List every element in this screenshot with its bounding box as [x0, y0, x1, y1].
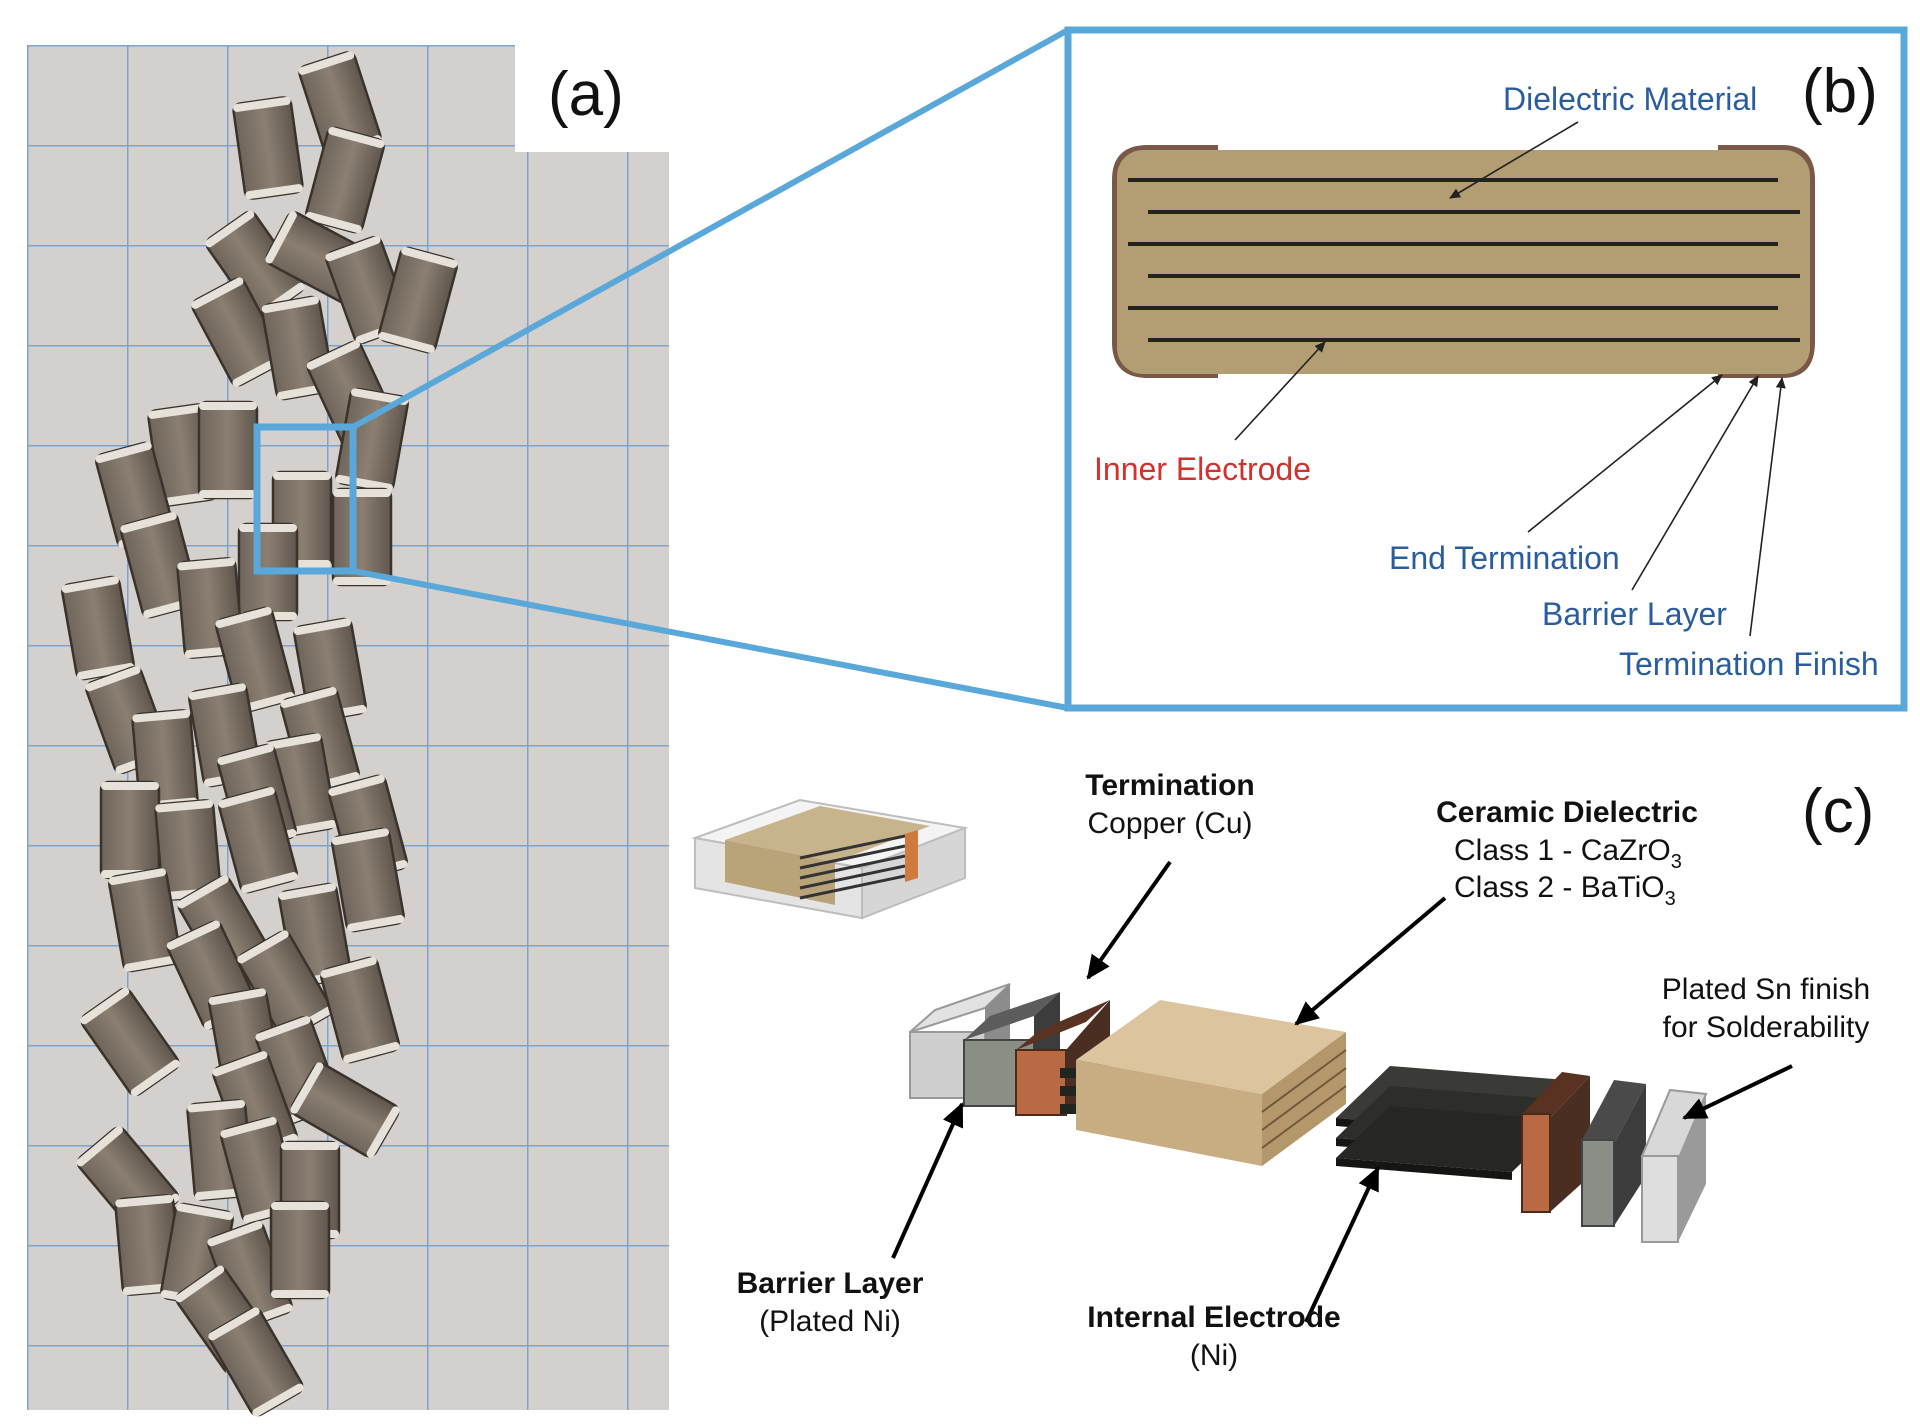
class1-label: Class 1 - CaZrO3	[1454, 834, 1682, 873]
internal-electrode-title: Internal Electrode	[1087, 1301, 1340, 1334]
arrow-ceramic-dielectric	[1294, 896, 1447, 1026]
mlcc-chip	[305, 126, 385, 234]
panel-a-label: (a)	[548, 60, 624, 129]
mlcc-chip	[232, 96, 304, 200]
mlcc-chip	[80, 987, 180, 1097]
zoom-source-box	[253, 423, 357, 575]
panel-c-label: (c)	[1802, 777, 1874, 846]
barrier-layer-title: Barrier Layer	[737, 1267, 924, 1300]
termination-finish-label: Termination Finish	[1619, 646, 1879, 682]
class2-label: Class 2 - BaTiO3	[1454, 871, 1676, 910]
mlcc-chip-pile	[61, 51, 458, 1417]
mlcc-chip	[290, 1062, 400, 1158]
termination-material: Copper (Cu)	[1087, 807, 1252, 840]
zoom-callout	[253, 27, 1070, 711]
barrier-layer-material: (Plated Ni)	[759, 1305, 901, 1338]
inset-chip-illustration	[691, 798, 969, 920]
internal-electrode-plates	[1336, 1066, 1566, 1180]
mlcc-chip	[320, 956, 400, 1064]
class1-subscript: 3	[1671, 851, 1682, 873]
leader-dielectric	[1449, 121, 1579, 199]
right-copper-termination-block	[1521, 1072, 1590, 1213]
leader-termination-finish	[1749, 377, 1786, 637]
class2-subscript: 3	[1665, 888, 1676, 910]
mlcc-chip	[378, 246, 458, 354]
dielectric-material-label: Dielectric Material	[1503, 81, 1757, 117]
arrow-plated-sn	[1682, 1064, 1793, 1120]
panel-b-label: (b)	[1802, 57, 1878, 126]
end-termination-label: End Termination	[1389, 540, 1620, 576]
leader-end-termination	[1527, 374, 1723, 533]
panel-a-photo	[27, 40, 675, 1417]
zoom-line-top	[351, 27, 1070, 430]
leader-barrier-layer	[1631, 375, 1759, 591]
arrow-barrier-layer	[891, 1102, 964, 1259]
zoom-line-bottom	[352, 568, 1069, 711]
mlcc-chip	[99, 780, 161, 880]
mlcc-chip	[197, 400, 259, 500]
mlcc-chip	[218, 786, 298, 894]
inner-electrode-label: Inner Electrode	[1094, 451, 1311, 487]
dielectric-body	[1117, 150, 1810, 374]
termination-title: Termination	[1085, 769, 1254, 802]
plated-sn-line2: for Solderability	[1663, 1011, 1870, 1044]
panel-c-exploded-view	[691, 798, 1793, 1323]
panel-a-label-box	[515, 40, 675, 152]
barrier-layer-label: Barrier Layer	[1542, 596, 1727, 632]
arrow-termination	[1086, 860, 1172, 980]
panel-b-cross-section	[1064, 26, 1908, 712]
mlcc-chip	[269, 1200, 331, 1300]
mlcc-chip	[331, 827, 405, 933]
internal-electrode-material: (Ni)	[1190, 1339, 1238, 1372]
class2-prefix: Class 2 - BaTiO	[1454, 871, 1665, 904]
ceramic-dielectric-title: Ceramic Dielectric	[1436, 796, 1698, 829]
arrow-internal-electrode	[1304, 1166, 1380, 1323]
mlcc-chip	[61, 575, 135, 681]
mlcc-chip	[208, 1307, 304, 1417]
left-electrode-stubs	[1060, 1068, 1080, 1114]
class1-prefix: Class 1 - CaZrO	[1454, 834, 1671, 867]
ceramic-dielectric-block	[1076, 1000, 1347, 1166]
mlcc-chip	[108, 867, 182, 973]
plated-sn-line1: Plated Sn finish	[1662, 973, 1870, 1006]
leader-inner-electrode	[1234, 341, 1326, 441]
mlcc-chip	[331, 487, 393, 587]
right-ni-barrier-block	[1581, 1080, 1646, 1227]
inner-electrodes	[1128, 178, 1800, 342]
